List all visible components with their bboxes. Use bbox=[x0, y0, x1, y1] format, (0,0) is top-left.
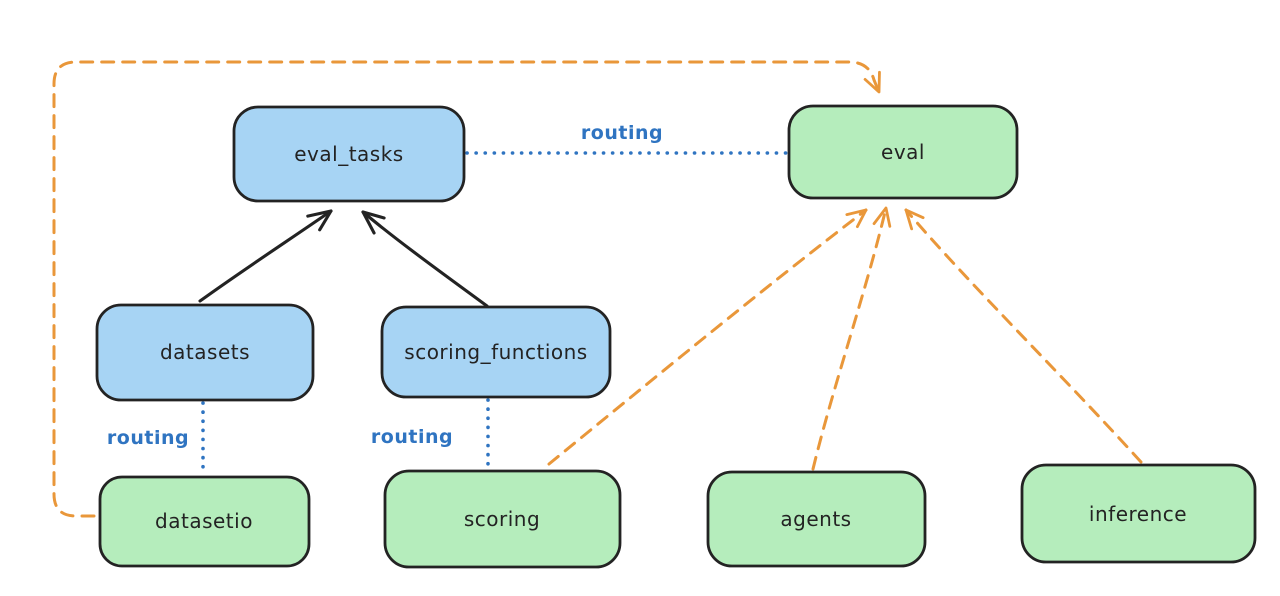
node-scoring-label: scoring bbox=[464, 507, 540, 531]
node-agents-label: agents bbox=[780, 507, 851, 531]
node-inference: inference bbox=[1020, 463, 1257, 564]
node-inference-label: inference bbox=[1089, 502, 1187, 526]
node-datasets-label: datasets bbox=[160, 340, 250, 364]
node-scoring-functions: scoring_functions bbox=[380, 305, 612, 399]
routing-label-scoring: routing bbox=[371, 426, 453, 448]
node-datasetio: datasetio bbox=[98, 475, 311, 568]
edge-inference-to-eval-arrow bbox=[904, 208, 1143, 464]
node-eval-tasks-label: eval_tasks bbox=[294, 142, 403, 166]
node-datasets: datasets bbox=[95, 303, 315, 402]
node-scoring-functions-label: scoring_functions bbox=[404, 340, 587, 364]
edge-agents-to-eval-arrow bbox=[811, 206, 892, 471]
node-eval-tasks: eval_tasks bbox=[232, 105, 466, 203]
edge-scoring-to-eval-arrow bbox=[547, 208, 868, 466]
routing-label-datasets: routing bbox=[107, 427, 189, 449]
node-eval-label: eval bbox=[881, 140, 925, 164]
edge-scoring-functions-to-eval-tasks-arrow bbox=[361, 210, 489, 308]
routing-label-top: routing bbox=[581, 122, 663, 144]
edge-datasets-to-eval-tasks-arrow bbox=[198, 209, 333, 303]
node-eval: eval bbox=[787, 104, 1019, 200]
node-agents: agents bbox=[706, 470, 927, 568]
node-datasetio-label: datasetio bbox=[155, 509, 253, 533]
edge-datasetio-to-eval-arrow bbox=[52, 60, 881, 518]
node-scoring: scoring bbox=[383, 469, 622, 569]
